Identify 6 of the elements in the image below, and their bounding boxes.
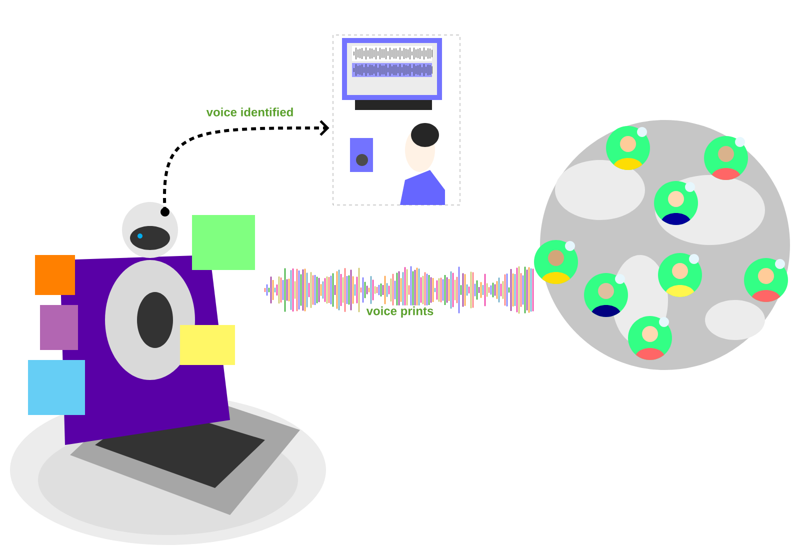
waveform-label: voice prints: [366, 306, 434, 318]
edge-label: voice identified: [206, 108, 293, 116]
globe-drawing: [534, 120, 790, 370]
robot-laptop-drawing: [10, 202, 326, 545]
arrow: [160, 120, 330, 216]
voice-recognition-drawing: [332, 34, 460, 206]
